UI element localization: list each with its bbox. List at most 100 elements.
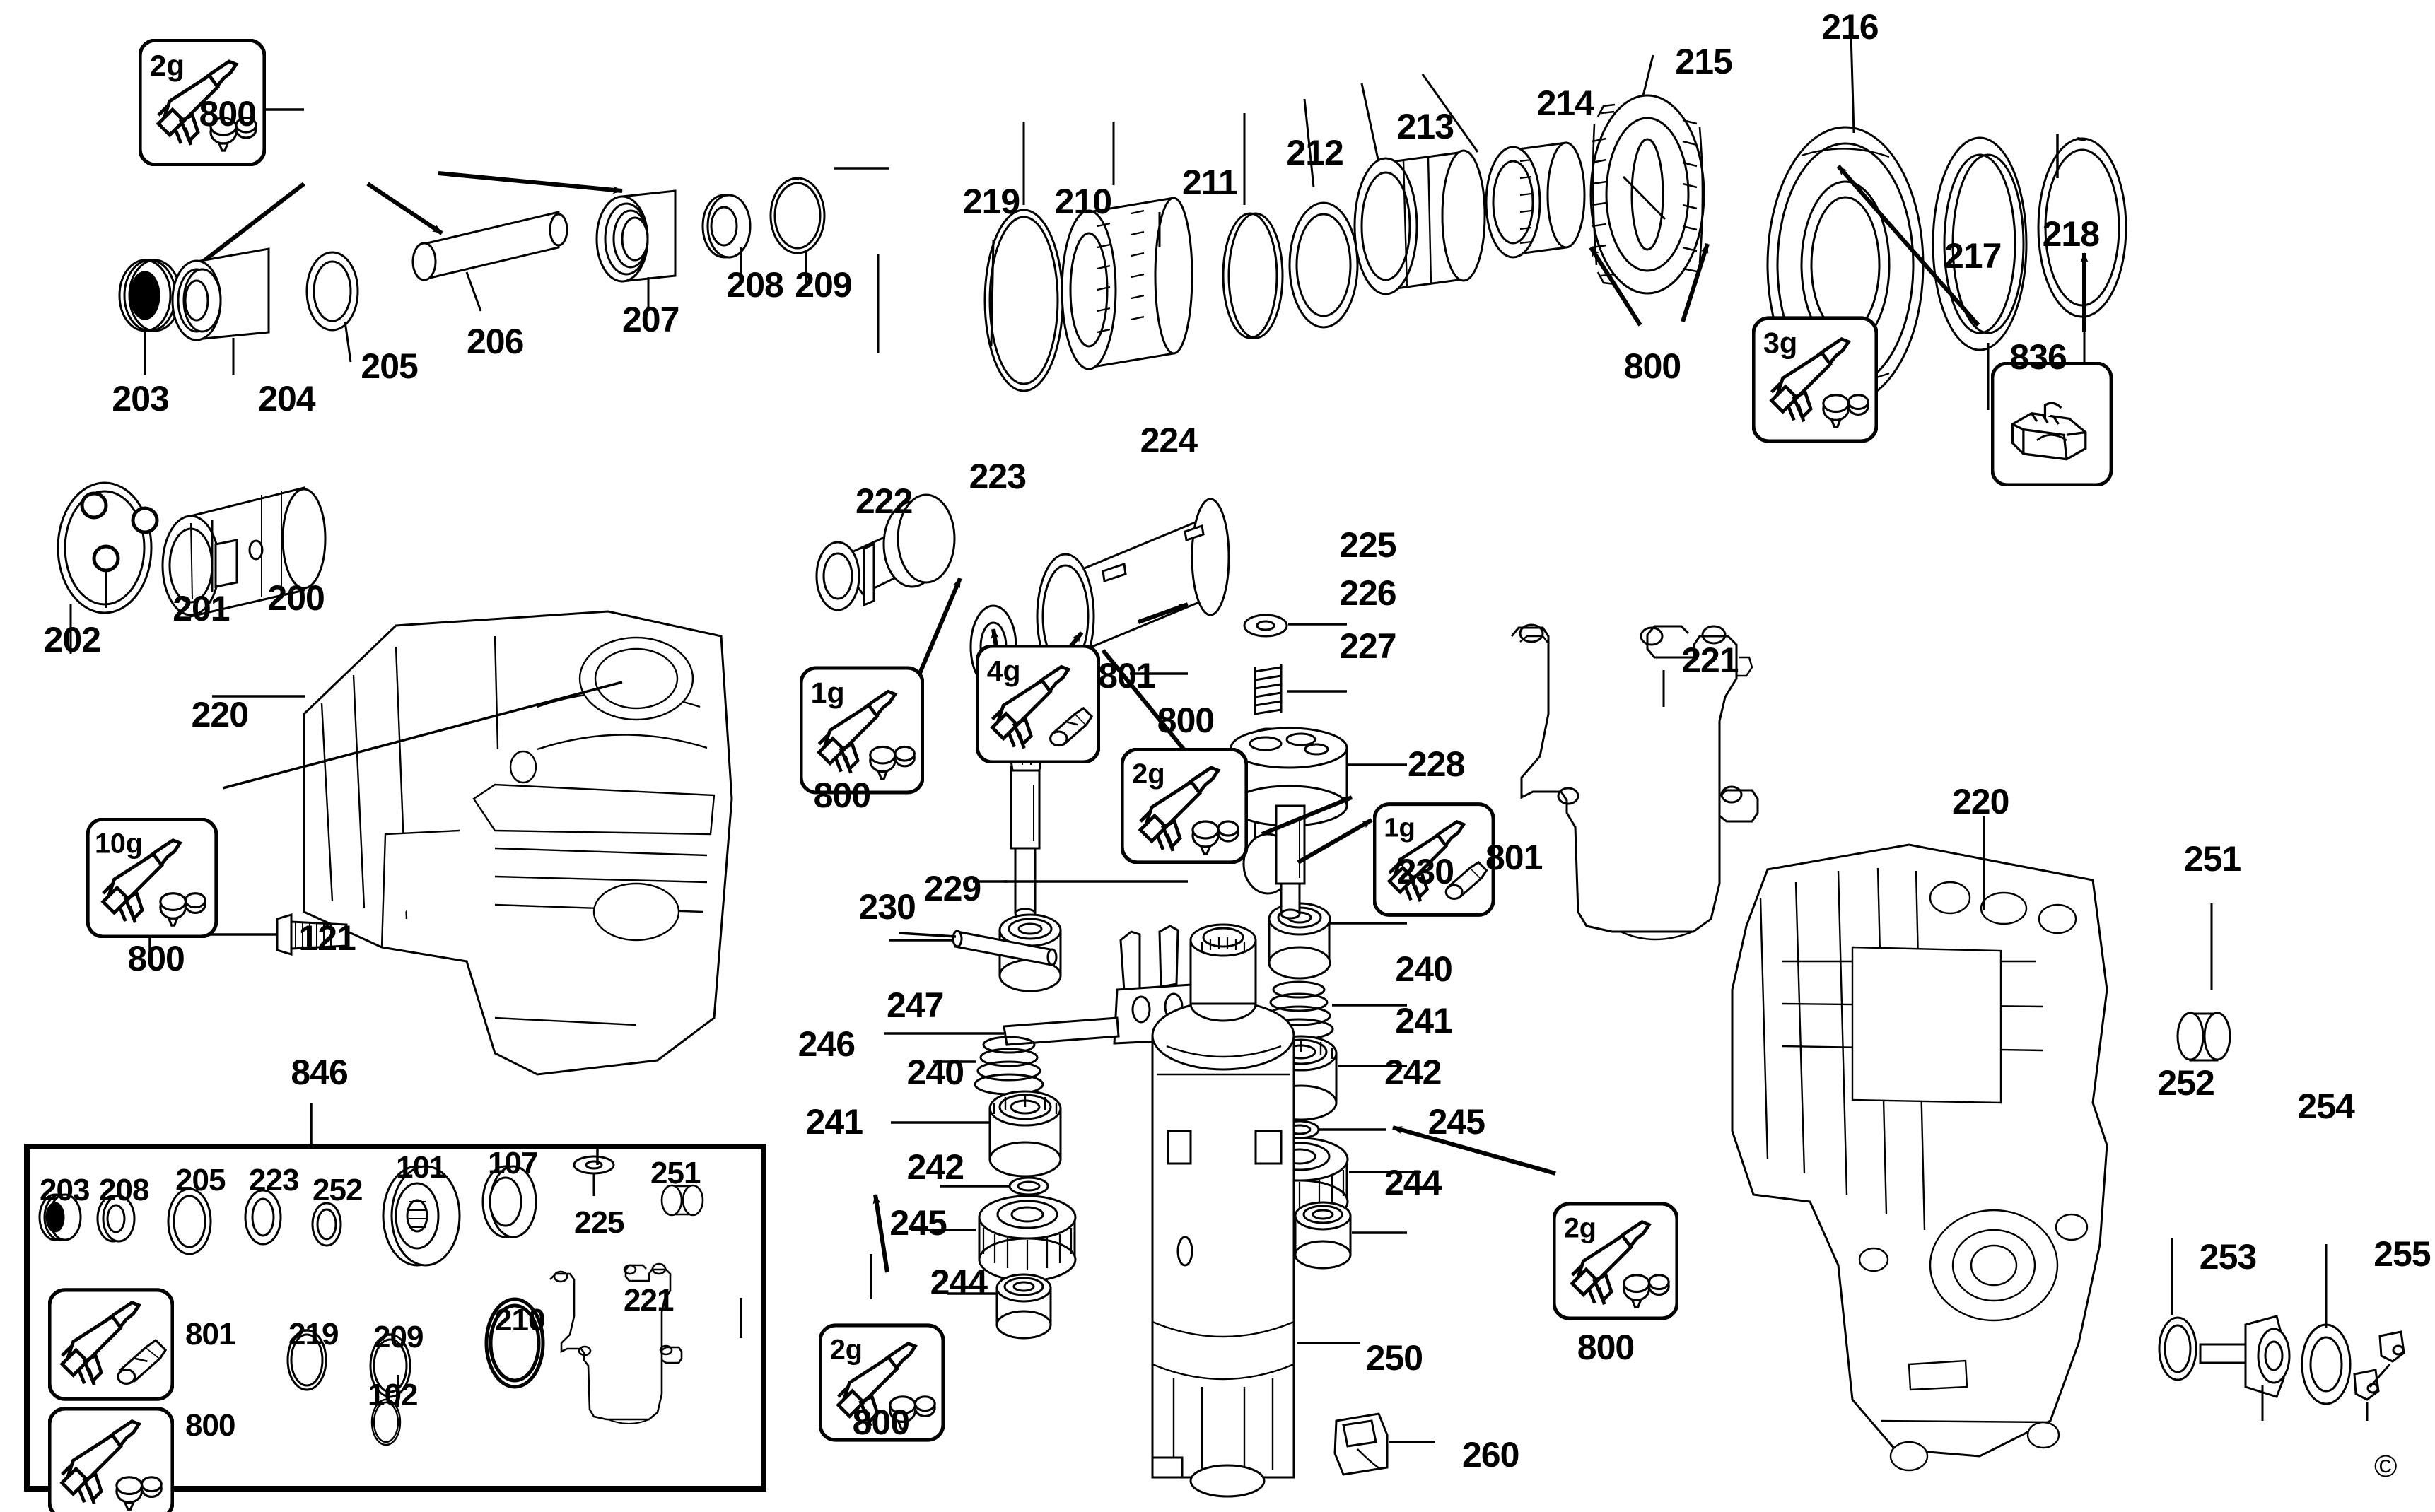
callout-242: 242 bbox=[906, 1147, 964, 1187]
callout-202: 202 bbox=[43, 620, 101, 660]
callout-220: 220 bbox=[1952, 781, 2009, 821]
svg-text:10g: 10g bbox=[95, 828, 143, 859]
callout-219: 219 bbox=[962, 181, 1020, 221]
grease-box-2g-lower-left: 2g bbox=[818, 1323, 945, 1442]
callout-242: 242 bbox=[1384, 1052, 1442, 1092]
legend-label-223: 223 bbox=[249, 1163, 299, 1197]
callout-208: 208 bbox=[726, 265, 783, 305]
callout-253: 253 bbox=[2199, 1237, 2257, 1277]
callout-801: 801 bbox=[1098, 655, 1155, 696]
callout-800: 800 bbox=[1577, 1328, 1635, 1367]
callout-252: 252 bbox=[2157, 1063, 2214, 1103]
callout-222: 222 bbox=[856, 481, 913, 522]
callout-251: 251 bbox=[2183, 839, 2241, 879]
callout-205: 205 bbox=[361, 346, 418, 386]
grease-box-3g: 3g bbox=[1751, 316, 1879, 443]
legend-label-225: 225 bbox=[574, 1205, 624, 1240]
callout-244: 244 bbox=[1384, 1162, 1442, 1202]
callout-836: 836 bbox=[2009, 336, 2067, 377]
legend-label-107: 107 bbox=[488, 1146, 538, 1180]
callout-209: 209 bbox=[795, 265, 852, 305]
callout-800: 800 bbox=[852, 1402, 910, 1442]
callout-213: 213 bbox=[1396, 107, 1454, 146]
callout-230: 230 bbox=[1396, 851, 1454, 891]
callout-204: 204 bbox=[258, 379, 315, 418]
callout-225: 225 bbox=[1339, 524, 1396, 565]
legend-label-251: 251 bbox=[650, 1156, 701, 1190]
legend-label-205: 205 bbox=[175, 1163, 226, 1197]
callout-201: 201 bbox=[173, 589, 230, 628]
callout-215: 215 bbox=[1675, 41, 1732, 81]
callout-221: 221 bbox=[1681, 640, 1739, 680]
copyright-mark: © bbox=[2374, 1449, 2397, 1484]
callout-250: 250 bbox=[1365, 1338, 1423, 1378]
grease-box-2g-lower-right: 2g bbox=[1552, 1202, 1679, 1320]
callout-207: 207 bbox=[622, 299, 679, 339]
legend-label-800: 800 bbox=[185, 1408, 235, 1443]
callout-800: 800 bbox=[199, 94, 257, 134]
callout-211: 211 bbox=[1182, 163, 1238, 203]
callout-218: 218 bbox=[2042, 213, 2100, 254]
legend-label-208: 208 bbox=[99, 1173, 149, 1207]
callout-228: 228 bbox=[1408, 744, 1465, 784]
callout-245: 245 bbox=[889, 1203, 947, 1243]
kit-box-836 bbox=[1990, 361, 2113, 487]
callout-216: 216 bbox=[1821, 7, 1879, 47]
callout-217: 217 bbox=[1944, 235, 2002, 276]
callout-800: 800 bbox=[1157, 701, 1215, 741]
callout-121: 121 bbox=[298, 918, 356, 959]
callout-212: 212 bbox=[1286, 133, 1343, 173]
legend-label-221: 221 bbox=[624, 1283, 674, 1318]
legend-label-203: 203 bbox=[40, 1173, 90, 1207]
callout-229: 229 bbox=[923, 869, 981, 908]
callout-245: 245 bbox=[1427, 1102, 1485, 1142]
callout-240: 240 bbox=[906, 1052, 964, 1092]
callout-246: 246 bbox=[798, 1024, 856, 1064]
callout-230: 230 bbox=[858, 887, 916, 927]
callout-210: 210 bbox=[1054, 181, 1112, 221]
callout-247: 247 bbox=[887, 985, 944, 1025]
callout-214: 214 bbox=[1536, 83, 1594, 123]
callout-240: 240 bbox=[1395, 949, 1452, 990]
callout-227: 227 bbox=[1339, 626, 1396, 666]
callout-241: 241 bbox=[805, 1102, 863, 1142]
svg-text:2g: 2g bbox=[1564, 1212, 1596, 1243]
legend-label-801: 801 bbox=[185, 1317, 235, 1352]
svg-text:2g: 2g bbox=[150, 49, 185, 82]
legend-label-102: 102 bbox=[368, 1378, 418, 1412]
grease-box-4g: 4g bbox=[975, 644, 1101, 764]
grease-box-1g-right: 1g bbox=[1372, 802, 1495, 918]
callout-203: 203 bbox=[112, 379, 169, 418]
legend-kit-box-801 bbox=[47, 1288, 175, 1401]
callout-846: 846 bbox=[291, 1052, 348, 1092]
svg-text:2g: 2g bbox=[830, 1334, 863, 1365]
callout-241: 241 bbox=[1395, 1001, 1452, 1041]
callout-801: 801 bbox=[1485, 838, 1543, 877]
callout-254: 254 bbox=[2297, 1086, 2354, 1126]
grease-box-10g: 10g bbox=[86, 817, 218, 939]
svg-text:1g: 1g bbox=[811, 676, 845, 709]
callout-223: 223 bbox=[969, 457, 1027, 496]
callout-244: 244 bbox=[930, 1262, 988, 1302]
grease-box-2g-top: 2g bbox=[138, 38, 267, 167]
svg-text:3g: 3g bbox=[1763, 326, 1797, 359]
svg-text:1g: 1g bbox=[1384, 813, 1415, 843]
grease-box-2g-mid: 2g bbox=[1120, 747, 1249, 865]
callout-255: 255 bbox=[2373, 1234, 2431, 1274]
callout-200: 200 bbox=[267, 578, 325, 618]
callout-206: 206 bbox=[467, 321, 524, 361]
callout-800: 800 bbox=[813, 775, 871, 815]
legend-label-252: 252 bbox=[313, 1173, 363, 1207]
callout-226: 226 bbox=[1339, 573, 1396, 613]
svg-text:4g: 4g bbox=[987, 655, 1021, 687]
legend-label-210: 210 bbox=[495, 1303, 545, 1337]
legend-kit-box-800 bbox=[47, 1407, 175, 1512]
callout-220: 220 bbox=[191, 694, 249, 734]
legend-label-209: 209 bbox=[373, 1320, 424, 1354]
callout-260: 260 bbox=[1462, 1434, 1519, 1475]
legend-label-101: 101 bbox=[396, 1150, 446, 1185]
legend-label-219: 219 bbox=[288, 1317, 339, 1352]
callout-800: 800 bbox=[127, 939, 185, 978]
